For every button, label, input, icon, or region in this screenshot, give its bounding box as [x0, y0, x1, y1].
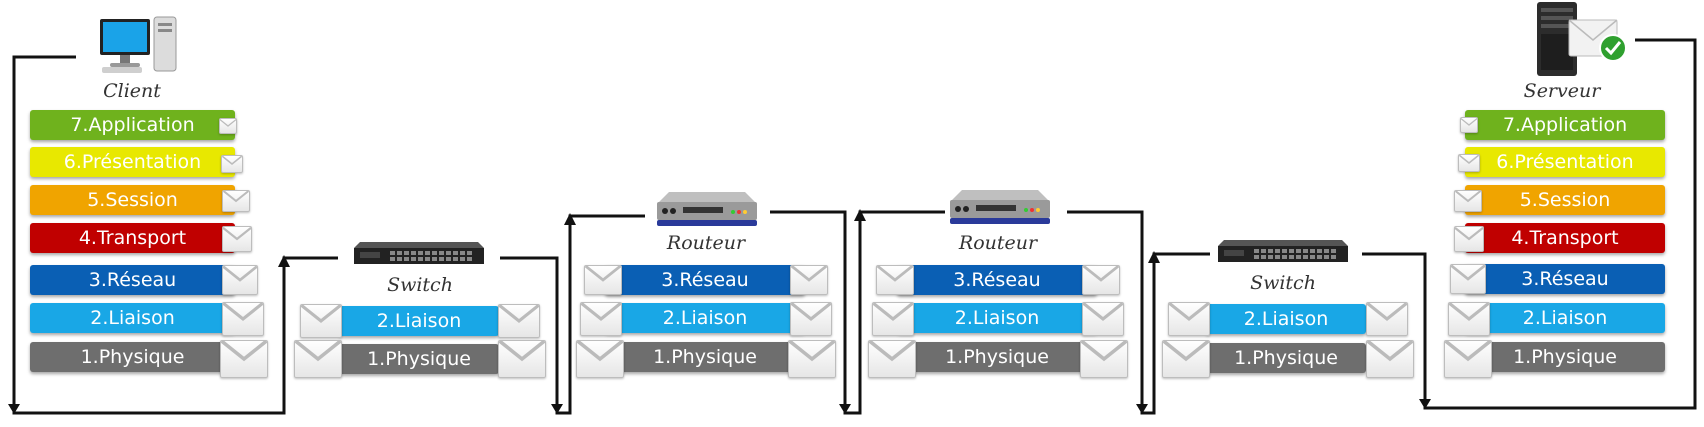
- layer-reseau: 3.Réseau: [897, 265, 1097, 295]
- envelope-icon: [790, 265, 828, 295]
- server-tower-icon: [1533, 0, 1631, 80]
- envelope-icon: [222, 226, 252, 252]
- layer-liaison: 2.Liaison: [339, 306, 499, 336]
- check-badge: [1599, 34, 1627, 62]
- layer-liaison: 2.Liaison: [897, 303, 1097, 333]
- envelope-icon: [576, 340, 624, 378]
- switch-label: Switch: [387, 274, 453, 296]
- envelope-icon: [584, 265, 622, 295]
- layer-session: 5.Session: [30, 185, 235, 215]
- envelope-icon: [222, 265, 258, 295]
- envelope-icon: [1448, 302, 1490, 336]
- layer-presentation: 6.Présentation: [30, 147, 235, 177]
- layer-application: 7.Application: [30, 110, 235, 140]
- envelope-icon: [1082, 302, 1124, 336]
- envelope-icon: [222, 190, 250, 212]
- layer-application: 7.Application: [1465, 110, 1665, 140]
- layer-physique: 1.Physique: [605, 342, 805, 372]
- wire-router-to-router: [770, 210, 945, 415]
- server-label: Serveur: [1523, 80, 1601, 102]
- layer-session: 5.Session: [1465, 185, 1665, 215]
- envelope-icon: [219, 118, 237, 134]
- layer-reseau: 3.Réseau: [1465, 264, 1665, 294]
- envelope-icon: [498, 340, 546, 378]
- layer-physique: 1.Physique: [897, 342, 1097, 372]
- layer-liaison: 2.Liaison: [1465, 303, 1665, 333]
- desktop-computer-icon: [98, 15, 180, 77]
- layer-physique: 1.Physique: [30, 342, 235, 372]
- layer-transport: 4.Transport: [30, 223, 235, 253]
- layer-liaison: 2.Liaison: [1206, 304, 1366, 334]
- layer-physique: 1.Physique: [339, 344, 499, 374]
- switch-label: Switch: [1250, 272, 1316, 294]
- envelope-icon: [221, 155, 243, 173]
- layer-liaison: 2.Liaison: [605, 303, 805, 333]
- envelope-icon: [790, 302, 832, 336]
- envelope-icon: [868, 340, 916, 378]
- layer-reseau: 3.Réseau: [605, 265, 805, 295]
- envelope-icon: [1454, 190, 1482, 212]
- envelope-icon: [1444, 340, 1492, 378]
- envelope-icon: [294, 340, 342, 378]
- envelope-icon: [1450, 264, 1486, 294]
- envelope-icon: [1458, 154, 1480, 172]
- envelope-icon: [1460, 117, 1478, 133]
- envelope-icon: [1168, 302, 1210, 336]
- network-switch-icon: [1214, 238, 1352, 268]
- envelope-icon: [220, 340, 268, 378]
- wire-switch-to-router: [500, 214, 645, 415]
- wire-switch-to-server: [1362, 38, 1697, 410]
- layer-physique: 1.Physique: [1465, 342, 1665, 372]
- envelope-icon: [1454, 226, 1484, 252]
- layer-reseau: 3.Réseau: [30, 265, 235, 295]
- envelope-icon: [1080, 340, 1128, 378]
- network-switch-icon: [350, 240, 488, 270]
- router-label: Routeur: [666, 232, 746, 254]
- envelope-icon: [876, 265, 914, 295]
- envelope-icon: [872, 302, 914, 336]
- client-label: Client: [103, 80, 161, 102]
- layer-physique: 1.Physique: [1206, 343, 1366, 373]
- envelope-icon: [580, 302, 622, 336]
- envelope-icon: [1082, 265, 1120, 295]
- router-icon: [653, 190, 761, 230]
- layer-presentation: 6.Présentation: [1465, 147, 1665, 177]
- envelope-icon: [222, 302, 264, 336]
- envelope-icon: [1366, 302, 1408, 336]
- router-label: Routeur: [958, 232, 1038, 254]
- wire-router-to-switch: [1067, 210, 1210, 415]
- wire-client-to-switch: [12, 55, 338, 415]
- router-icon: [946, 188, 1054, 228]
- envelope-icon: [498, 304, 540, 338]
- layer-liaison: 2.Liaison: [30, 303, 235, 333]
- envelope-icon: [788, 340, 836, 378]
- layer-transport: 4.Transport: [1465, 223, 1665, 253]
- envelope-icon: [300, 304, 342, 338]
- envelope-icon: [1366, 340, 1414, 378]
- envelope-icon: [1162, 340, 1210, 378]
